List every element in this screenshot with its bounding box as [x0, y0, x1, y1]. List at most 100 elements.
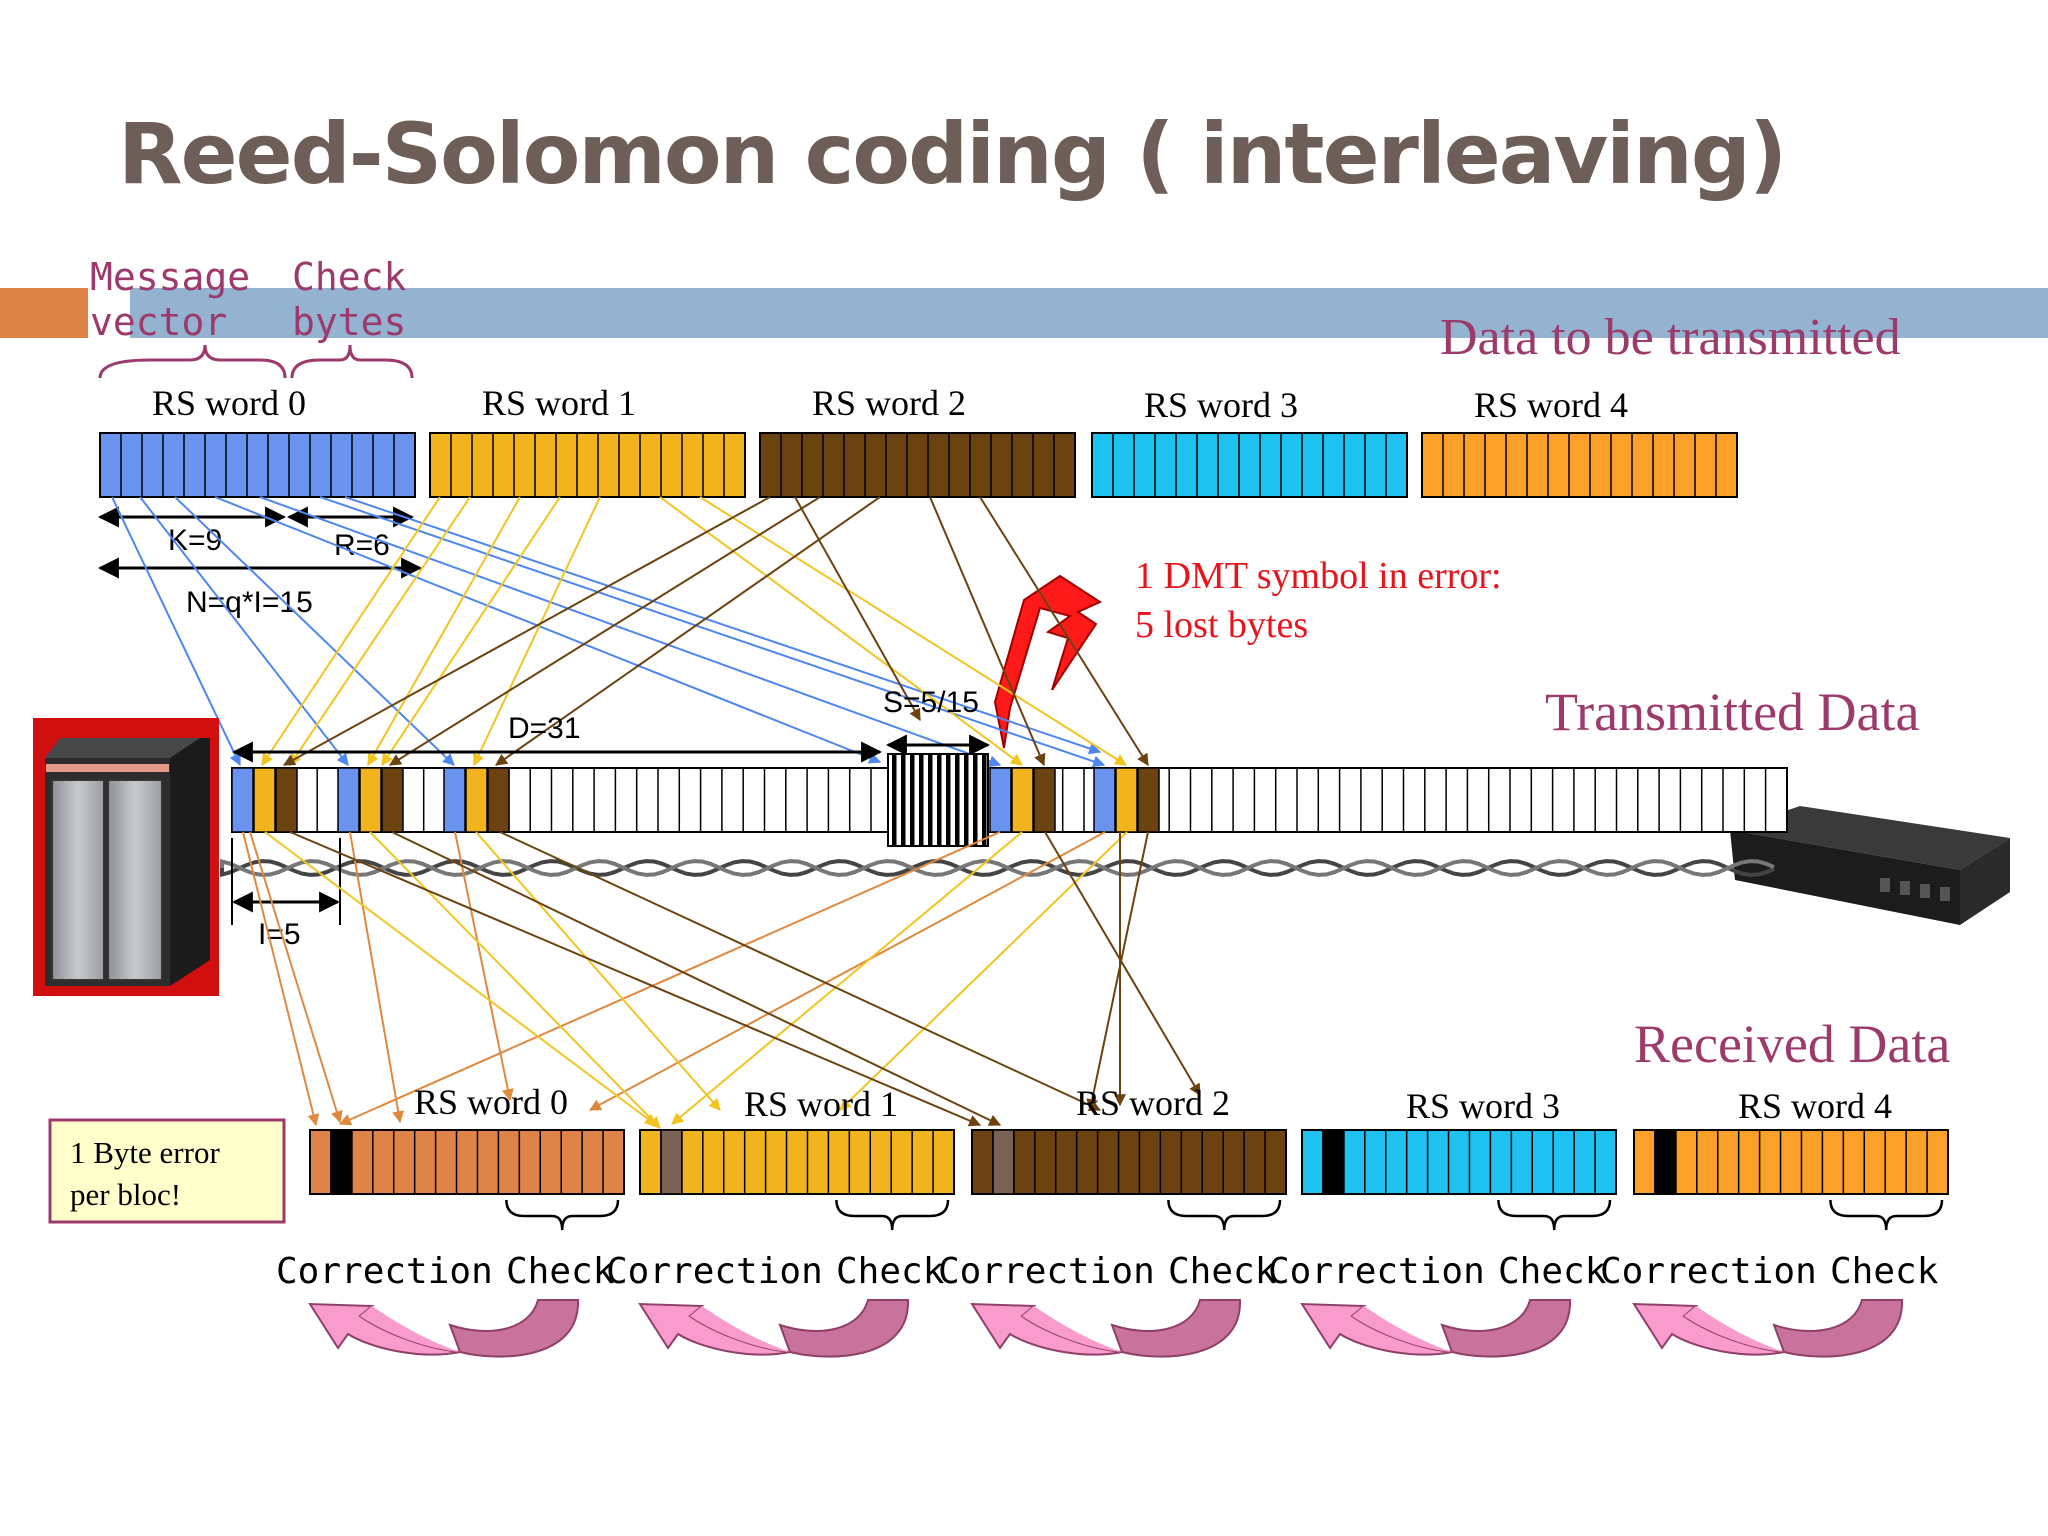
slide-title: Reed-Solomon coding ( interleaving) [118, 105, 1785, 203]
deinterleave-line [454, 831, 514, 1102]
correction-label: Correction [938, 1251, 1155, 1292]
error-byte [660, 1129, 683, 1195]
check-label: Check [836, 1251, 945, 1292]
interleaved-byte [1011, 767, 1034, 833]
message-brace [98, 344, 287, 379]
rs-word-block [759, 432, 1076, 498]
deinterleave-line [349, 831, 405, 1124]
interleaved-byte [1137, 767, 1160, 833]
rs-word-block [429, 432, 746, 498]
deinterleave-line [264, 831, 657, 1126]
interleave-line [319, 496, 1106, 768]
error-note-line2: 5 lost bytes [1135, 604, 1308, 646]
byte-error-line1: 1 Byte error [70, 1135, 220, 1170]
correction-label: Correction [1268, 1251, 1485, 1292]
transmitted-data-row [231, 753, 1788, 847]
rs-word-block [1633, 1129, 1949, 1195]
error-byte [330, 1129, 353, 1195]
interleave-line [367, 496, 521, 767]
error-symbol-zone [887, 753, 989, 847]
received-data-label: Received Data [1634, 1014, 1950, 1074]
error-byte [1322, 1129, 1345, 1195]
interleaved-byte [337, 767, 360, 833]
check-brace [1829, 1199, 1944, 1231]
interleave-line [214, 496, 882, 764]
deinterleave-line [242, 831, 320, 1127]
top-rs-word-label: RS word 4 [1474, 385, 1628, 425]
interleave-line [259, 496, 1002, 767]
k-label: K=9 [168, 524, 222, 557]
interleave-line [699, 496, 1128, 766]
top-rs-word-label: RS word 0 [152, 383, 306, 423]
correction-arrow-icon [1632, 1299, 1904, 1358]
deinterleave-line [249, 831, 343, 1124]
bottom-rs-word-label: RS word 4 [1738, 1086, 1892, 1126]
interleave-line [495, 496, 881, 766]
correction-label: Correction [606, 1251, 823, 1292]
error-note: 1 DMT symbol in error: 5 lost bytes [1135, 555, 1502, 646]
interleave-line [174, 496, 455, 766]
interleaved-byte [381, 767, 404, 833]
check-label: Check [1498, 1251, 1607, 1292]
s-label: S=5/15 [883, 686, 979, 719]
interleaved-byte [359, 767, 382, 833]
deinterleave-line [338, 831, 1001, 1126]
interleaved-byte [275, 767, 298, 833]
deinterleave-line [475, 831, 721, 1111]
message-vector-line2: vector [90, 300, 227, 344]
check-brace [505, 1199, 620, 1231]
interleave-line [659, 496, 1023, 766]
top-rs-word-3: RS word 3 [1091, 385, 1408, 498]
interleave-lines-top [111, 496, 1149, 768]
correction-arrow-icon [970, 1299, 1242, 1358]
message-vector-line1: Message [90, 255, 250, 299]
error-byte [992, 1129, 1015, 1195]
deinterleave-line [391, 831, 1002, 1126]
interleaved-byte [1033, 767, 1056, 833]
interleave-lines-bottom [242, 831, 1201, 1129]
bottom-rs-word-label: RS word 1 [744, 1084, 898, 1124]
top-rs-word-label: RS word 3 [1144, 385, 1298, 425]
interleaved-byte [443, 767, 466, 833]
top-rs-word-1: RS word 1 [429, 383, 746, 498]
header-bar-orange [0, 288, 88, 338]
interleave-line [344, 496, 1102, 755]
i-label: I=5 [258, 918, 301, 951]
rs-word-block [309, 1129, 625, 1195]
top-rs-word-2: RS word 2 [759, 383, 1076, 498]
check-bytes-line2: bytes [292, 300, 406, 344]
data-to-transmit-label: Data to be transmitted [1440, 309, 1901, 366]
deinterleave-line [289, 831, 982, 1127]
bottom-rs-word-label: RS word 2 [1076, 1083, 1230, 1123]
rs-word-block [1091, 432, 1408, 498]
message-vector-annotation: Message vector [90, 255, 250, 344]
interleave-line [473, 496, 601, 767]
check-brace [835, 1199, 950, 1231]
correction-label: Correction [1600, 1251, 1817, 1292]
interleave-line [261, 496, 441, 766]
rs-word-block [971, 1129, 1287, 1195]
modem-icon [1730, 806, 2010, 925]
interleave-line [979, 496, 1149, 767]
byte-error-note: 1 Byte error per bloc! [48, 1118, 286, 1224]
n-label: N=q*I=15 [186, 586, 313, 619]
interleave-line [794, 496, 921, 722]
interleaved-byte [1093, 767, 1116, 833]
interleaved-byte [253, 767, 276, 833]
correction-label: Correction [276, 1251, 493, 1292]
top-rs-word-4: RS word 4 [1421, 385, 1738, 498]
interleave-line [139, 496, 349, 766]
rs-word-block [639, 1129, 955, 1195]
check-brace [290, 344, 414, 379]
correction-arrow-icon [638, 1299, 910, 1358]
interleave-line [381, 496, 561, 766]
correction-arrow-icon [1300, 1299, 1572, 1358]
check-brace [1167, 1199, 1282, 1231]
interleaved-byte [465, 767, 488, 833]
rs-word-block [99, 432, 416, 498]
bottom-rs-word-label: RS word 0 [414, 1082, 568, 1122]
